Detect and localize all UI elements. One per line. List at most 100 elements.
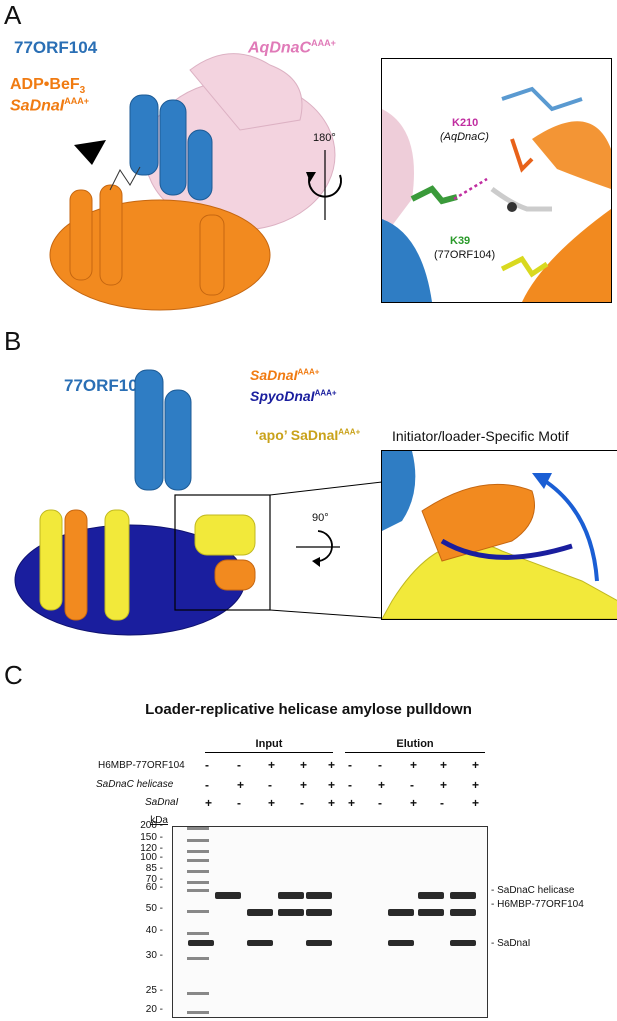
lane-sign: + xyxy=(300,758,308,772)
ladder-label: 25 - xyxy=(145,985,163,996)
lane-sign: + xyxy=(440,778,448,792)
inset-b-drawing xyxy=(382,451,617,619)
lane-sign: - xyxy=(410,778,414,792)
lane-sign: - xyxy=(348,758,352,772)
lane-sign: + xyxy=(440,758,448,772)
rotate-90-icon xyxy=(296,530,340,567)
lane-sign: + xyxy=(328,796,336,810)
structure-a-ribbon xyxy=(49,53,336,311)
gel-band xyxy=(450,892,476,899)
lane-sign: + xyxy=(328,758,336,772)
lane-sign: + xyxy=(472,758,480,772)
ladder-band xyxy=(187,839,209,842)
panel-letter-b: B xyxy=(4,326,22,356)
lane-sign: + xyxy=(268,796,276,810)
inset-a-closeup: K210 (AqDnaC) K39 (77ORF104) xyxy=(381,58,612,303)
ladder-band xyxy=(187,1011,209,1014)
lane-sign: + xyxy=(348,796,356,810)
row-label-sadnai: SaDnaI xyxy=(145,797,179,808)
ladder-label: 70 - xyxy=(145,874,163,885)
row-label-h6mbp: H6MBP-77ORF104 xyxy=(98,760,185,771)
ladder-label: 60 - xyxy=(145,882,163,893)
lane-sign: - xyxy=(440,796,444,810)
arrowhead-icon xyxy=(74,140,106,165)
gel-band xyxy=(247,909,273,916)
band-label-sadnac: - SaDnaC helicase xyxy=(491,885,575,896)
ladder-labels: 200 -150 -120 -100 -85 -70 -60 -50 -40 -… xyxy=(135,0,175,1021)
gel-band xyxy=(306,892,332,899)
ladder-label: 120 - xyxy=(140,843,163,854)
panel-letter-c: C xyxy=(4,660,23,690)
ladder-band xyxy=(187,910,209,913)
lane-sign: - xyxy=(348,778,352,792)
row-label-sadnac: SaDnaC helicase xyxy=(96,779,174,790)
ladder-band xyxy=(187,850,209,853)
lane-sign: + xyxy=(472,778,480,792)
kda-label: kDa xyxy=(150,815,168,826)
gel-band xyxy=(450,909,476,916)
gel-band xyxy=(247,940,273,946)
lane-sign: + xyxy=(472,796,480,810)
label-adp-bef3: ADP•BeF3 xyxy=(10,76,86,97)
ladder-band xyxy=(187,932,209,935)
gel-band xyxy=(215,892,241,899)
gel-band xyxy=(278,909,304,916)
ladder-band xyxy=(187,889,209,892)
gel-band xyxy=(418,892,444,899)
label-k210-sub: (AqDnaC) xyxy=(440,131,489,143)
lane-sign: - xyxy=(237,758,241,772)
ladder-band xyxy=(187,957,209,960)
gel-band xyxy=(418,909,444,916)
ladder-label: 20 - xyxy=(145,1004,163,1015)
rotation-label-b: 90° xyxy=(312,512,329,524)
rotation-label-a: 180° xyxy=(313,132,336,144)
inset-b-closeup xyxy=(381,450,617,620)
label-77orf104: 77ORF104 xyxy=(14,38,98,57)
band-label-sadnai: - SaDnaI xyxy=(491,938,531,949)
lane-sign: - xyxy=(205,758,209,772)
lane-sign: + xyxy=(328,778,336,792)
lane-sign: + xyxy=(237,778,245,792)
band-label-h6mbp: - H6MBP-77ORF104 xyxy=(491,899,584,910)
label-sadnai-a: SaDnaIAAA+ xyxy=(10,96,90,115)
zoom-box xyxy=(174,494,271,611)
lane-sign: + xyxy=(410,758,418,772)
lane-sign: + xyxy=(205,796,213,810)
lane-sign: - xyxy=(237,796,241,810)
gel-band xyxy=(188,940,214,946)
lane-sign: - xyxy=(378,796,382,810)
legend-spyodnai: SpyoDnaIAAA+ xyxy=(250,388,337,404)
lane-sign: - xyxy=(205,778,209,792)
legend-sadnai: SaDnaIAAA+ xyxy=(250,367,320,383)
gel-band xyxy=(306,909,332,916)
lane-sign: - xyxy=(300,796,304,810)
ladder-label: 85 - xyxy=(145,863,163,874)
ladder-band xyxy=(187,859,209,862)
panel-letter-a: A xyxy=(4,0,22,30)
structure-b-overlay xyxy=(14,369,271,636)
legend-apo-sadnai: ‘apo’ SaDnaIAAA+ xyxy=(255,427,361,443)
gel-band xyxy=(388,909,414,916)
rotate-180-icon xyxy=(306,150,342,220)
gel-image xyxy=(172,826,488,1018)
lane-sign: - xyxy=(378,758,382,772)
ladder-label: 100 - xyxy=(140,852,163,863)
ladder-label: 40 - xyxy=(145,925,163,936)
lane-sign: + xyxy=(410,796,418,810)
lane-sign: + xyxy=(300,778,308,792)
ladder-band xyxy=(187,881,209,884)
label-k39: K39 xyxy=(450,235,471,247)
label-aqdnac: AqDnaCAAA+ xyxy=(248,38,336,57)
lane-sign: - xyxy=(268,778,272,792)
zoom-lines xyxy=(269,481,383,619)
motion-arrow-icon xyxy=(532,473,552,489)
ladder-label: 150 - xyxy=(140,832,163,843)
gel-band xyxy=(278,892,304,899)
ladder-label: 50 - xyxy=(145,903,163,914)
lane-sign-grid: --+++--+++-+-++-+-+++-+-++-+-+ xyxy=(190,758,490,828)
label-k210: K210 xyxy=(452,117,479,129)
group-input: Input xyxy=(205,738,333,753)
motif-title: Initiator/loader-Specific Motif xyxy=(392,428,569,444)
gel-band xyxy=(306,940,332,946)
gel-bands xyxy=(187,827,476,1014)
